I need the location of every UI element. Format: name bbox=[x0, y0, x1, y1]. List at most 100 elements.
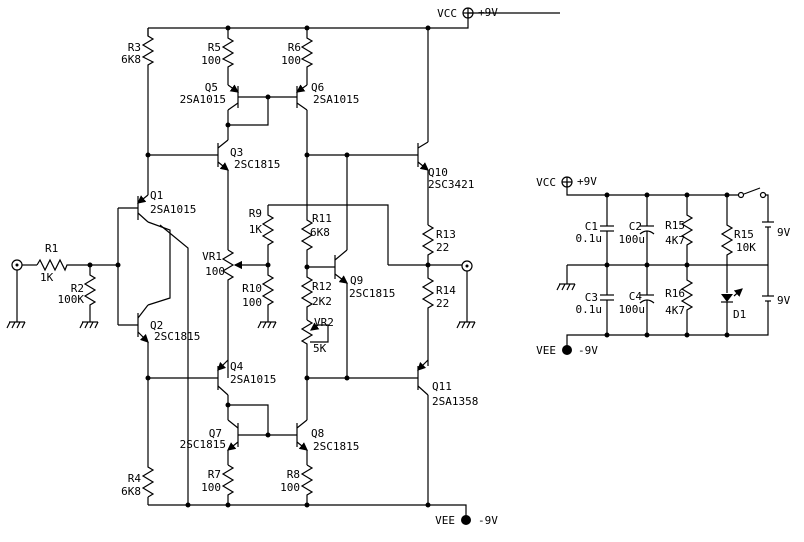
r1-value: 1K bbox=[40, 271, 54, 284]
r13-value: 22 bbox=[436, 241, 449, 254]
q5-part: 2SA1015 bbox=[180, 93, 226, 106]
r2-resistor: R2 100K bbox=[58, 265, 99, 329]
r4-name: R4 bbox=[128, 472, 142, 485]
q10-part: 2SC3421 bbox=[428, 178, 474, 191]
r6-name: R6 bbox=[288, 41, 301, 54]
c4-value: 100u bbox=[619, 303, 646, 316]
vcc-value: +9V bbox=[478, 6, 498, 19]
q9-part: 2SC1815 bbox=[349, 287, 395, 300]
battery-1-label: 9V bbox=[777, 226, 791, 239]
q8-transistor: Q8 2SC1815 bbox=[296, 378, 359, 465]
r13-name: R13 bbox=[436, 228, 456, 241]
q6-name: Q6 bbox=[311, 81, 324, 94]
psu-vcc-value: +9V bbox=[577, 175, 597, 188]
q7-part: 2SC1815 bbox=[180, 438, 226, 451]
q4-transistor: Q4 2SA1015 bbox=[217, 359, 276, 405]
q11-part: 2SA1358 bbox=[432, 395, 478, 408]
battery-1: 9V bbox=[762, 221, 791, 296]
c2-value: 100u bbox=[619, 233, 646, 246]
c3-name: C3 bbox=[585, 291, 598, 304]
r12-name: R12 bbox=[312, 280, 332, 293]
r16-name: R16 bbox=[665, 287, 685, 300]
battery-2: 9V bbox=[566, 294, 791, 350]
q1-part: 2SA1015 bbox=[150, 203, 196, 216]
q10-transistor: Q10 2SC3421 bbox=[417, 28, 474, 225]
input-terminal bbox=[6, 259, 37, 329]
vcc-terminal: VCC +9V bbox=[437, 6, 498, 20]
q9-transistor: Q9 2SC1815 bbox=[334, 155, 395, 378]
r10-resistor: R10 100 bbox=[242, 265, 277, 329]
r6-resistor: R6 100 bbox=[281, 28, 314, 85]
c1-name: C1 bbox=[585, 220, 598, 233]
r15-value: 4K7 bbox=[665, 234, 685, 247]
r5-value: 100 bbox=[201, 54, 221, 67]
output-terminal bbox=[456, 260, 476, 329]
r15-resistor: R15 4K7 bbox=[665, 195, 694, 265]
q3-transistor: Q3 2SC1815 bbox=[217, 125, 280, 250]
q2-part: 2SC1815 bbox=[154, 330, 200, 343]
q4-part: 2SA1015 bbox=[230, 373, 276, 386]
q5-transistor: Q5 2SA1015 bbox=[180, 81, 297, 126]
c4-name: C4 bbox=[629, 290, 643, 303]
r15-led-name: R15 bbox=[734, 228, 754, 241]
q6-part: 2SA1015 bbox=[313, 93, 359, 106]
r8-name: R8 bbox=[287, 468, 300, 481]
vr2-name: VR2 bbox=[314, 316, 334, 329]
q2-name: Q2 bbox=[150, 319, 163, 332]
c1-capacitor: C1 0.1u bbox=[576, 195, 614, 265]
r6-value: 100 bbox=[281, 54, 301, 67]
psu-vee-value: -9V bbox=[578, 344, 598, 357]
r11-value: 6K8 bbox=[310, 226, 330, 239]
battery-2-label: 9V bbox=[777, 294, 791, 307]
r5-name: R5 bbox=[208, 41, 221, 54]
c2-capacitor: C2 100u bbox=[619, 195, 655, 265]
r7-name: R7 bbox=[208, 468, 221, 481]
r1-name: R1 bbox=[45, 242, 58, 255]
vee-terminal: VEE -9V bbox=[435, 514, 498, 527]
r2-value: 100K bbox=[58, 293, 85, 306]
r5-resistor: R5 100 bbox=[201, 28, 235, 85]
c2-name: C2 bbox=[629, 220, 642, 233]
d1-led: D1 bbox=[721, 288, 746, 335]
vee-value: -9V bbox=[478, 514, 498, 527]
q7-transistor: Q7 2SC1815 bbox=[180, 405, 297, 465]
psu-vcc-label: VCC bbox=[536, 176, 556, 189]
r16-value: 4K7 bbox=[665, 304, 685, 317]
r3-value: 6K8 bbox=[121, 53, 141, 66]
q3-name: Q3 bbox=[230, 146, 243, 159]
r16-resistor: R16 4K7 bbox=[665, 265, 694, 335]
r15-led-resistor: R15 10K bbox=[720, 195, 756, 293]
d1-name: D1 bbox=[733, 308, 746, 321]
r8-value: 100 bbox=[280, 481, 300, 494]
r15-name: R15 bbox=[665, 219, 685, 232]
r3-resistor: R3 6K8 bbox=[121, 28, 155, 155]
r9-resistor: R9 1K bbox=[249, 205, 275, 265]
q2-transistor: Q2 2SC1815 bbox=[118, 304, 200, 378]
q8-part: 2SC1815 bbox=[313, 440, 359, 453]
vr2-value: 5K bbox=[313, 342, 327, 355]
r9-name: R9 bbox=[249, 207, 262, 220]
r8-resistor: R8 100 bbox=[280, 464, 314, 505]
r9-value: 1K bbox=[249, 223, 263, 236]
q4-name: Q4 bbox=[230, 360, 244, 373]
q11-name: Q11 bbox=[432, 380, 452, 393]
q10-name: Q10 bbox=[428, 166, 448, 179]
power-switch bbox=[737, 187, 769, 222]
r14-value: 22 bbox=[436, 297, 449, 310]
c1-value: 0.1u bbox=[576, 232, 603, 245]
q6-transistor: Q6 2SA1015 bbox=[296, 81, 359, 155]
vcc-label: VCC bbox=[437, 7, 457, 20]
vr1-name: VR1 bbox=[202, 250, 222, 263]
c3-value: 0.1u bbox=[576, 303, 603, 316]
vcc-rail bbox=[147, 12, 560, 36]
r4-resistor: R4 6K8 bbox=[121, 378, 155, 498]
q11-transistor: Q11 2SA1358 bbox=[417, 359, 478, 505]
r1-resistor: R1 1K bbox=[36, 242, 90, 284]
q9-name: Q9 bbox=[350, 274, 363, 287]
psu-vee-label: VEE bbox=[536, 344, 556, 357]
q1-transistor: Q1 2SA1015 bbox=[118, 189, 196, 306]
psu-vee-terminal: VEE -9V bbox=[536, 344, 598, 357]
r10-name: R10 bbox=[242, 282, 262, 295]
vr2-pot: VR2 5K bbox=[300, 316, 334, 378]
